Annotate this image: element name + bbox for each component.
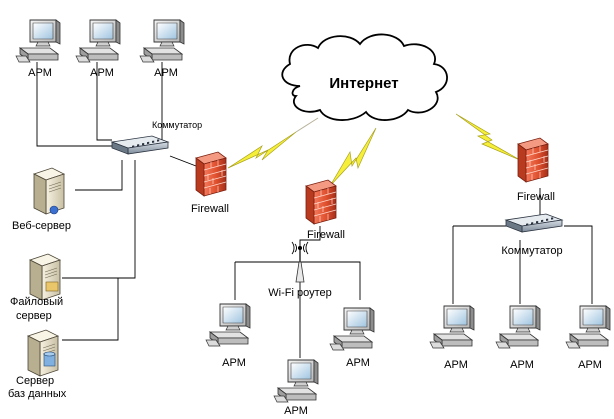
- workstation-label: АРМ: [444, 359, 468, 371]
- db-server-label-1: Сервер: [16, 375, 54, 387]
- workstation-label: АРМ: [222, 357, 246, 369]
- workstation-right-2: АРМ: [495, 305, 541, 371]
- workstation-top-1: АРМ: [15, 19, 61, 79]
- server-icon: [33, 167, 65, 215]
- wifi-router-label: Wi-Fi роутер: [268, 287, 331, 299]
- lightning-center-icon: [329, 127, 377, 187]
- switch-icon: [111, 135, 169, 155]
- internet-cloud: Интернет: [281, 33, 448, 121]
- switch-right: Коммутатор: [501, 213, 563, 257]
- firewall-icon: [517, 137, 549, 183]
- db-server: Сервер баз данных: [8, 329, 67, 400]
- firewall-right-label: Firewall: [517, 191, 555, 203]
- db-server-label-2: баз данных: [8, 388, 67, 400]
- wan-links: [227, 113, 521, 187]
- computer-icon: [75, 19, 121, 63]
- file-server: Файловый сервер: [10, 253, 63, 322]
- web-server-label: Веб-сервер: [12, 220, 71, 232]
- computer-icon: [205, 303, 251, 347]
- switch-left: Коммутатор: [111, 120, 202, 155]
- workstation-top-3: АРМ: [139, 19, 185, 79]
- file-server-label-1: Файловый: [10, 296, 63, 308]
- workstation-wifi-2: АРМ: [329, 307, 375, 369]
- workstation-label: АРМ: [510, 359, 534, 371]
- computer-icon: [329, 307, 375, 351]
- lightning-right-icon: [455, 113, 521, 161]
- computer-icon: [273, 359, 319, 403]
- connection-lines: [36, 62, 593, 358]
- antenna-icon: [295, 246, 305, 283]
- database-icon: [43, 351, 56, 367]
- firewall-right: Firewall: [517, 137, 555, 203]
- file-server-label-2: сервер: [16, 310, 52, 322]
- internet-label: Интернет: [329, 75, 398, 92]
- workstation-label: АРМ: [346, 357, 370, 369]
- switch-left-label: Коммутатор: [152, 120, 202, 130]
- computer-icon: [139, 19, 185, 63]
- web-server: Веб-сервер: [12, 167, 71, 232]
- computer-icon: [15, 19, 61, 63]
- folder-icon: [45, 281, 59, 292]
- workstation-label: АРМ: [28, 67, 52, 79]
- workstation-right-3: АРМ: [565, 305, 611, 371]
- workstation-right-1: АРМ: [429, 305, 475, 371]
- computer-icon: [429, 305, 475, 349]
- firewall-left-label: Firewall: [191, 203, 229, 215]
- workstation-top-2: АРМ: [75, 19, 121, 79]
- workstation-label: АРМ: [284, 405, 308, 417]
- switch-icon: [505, 213, 563, 233]
- globe-icon: [49, 205, 59, 215]
- firewall-icon: [195, 151, 227, 197]
- computer-icon: [565, 305, 611, 349]
- workstation-wifi-3: АРМ: [273, 359, 319, 417]
- wifi-signal-icon: [291, 241, 309, 255]
- workstation-wifi-1: АРМ: [205, 303, 251, 369]
- workstation-label: АРМ: [578, 359, 602, 371]
- workstation-label: АРМ: [90, 67, 114, 79]
- firewall-center: Firewall: [305, 179, 345, 241]
- firewall-left: Firewall: [191, 151, 229, 215]
- lightning-left-icon: [227, 117, 319, 169]
- firewall-icon: [305, 179, 337, 225]
- firewall-center-label: Firewall: [307, 229, 345, 241]
- wifi-router: Wi-Fi роутер: [268, 241, 332, 299]
- workstation-label: АРМ: [154, 67, 178, 79]
- server-icon: [29, 253, 61, 301]
- switch-right-label: Коммутатор: [501, 245, 562, 257]
- computer-icon: [495, 305, 541, 349]
